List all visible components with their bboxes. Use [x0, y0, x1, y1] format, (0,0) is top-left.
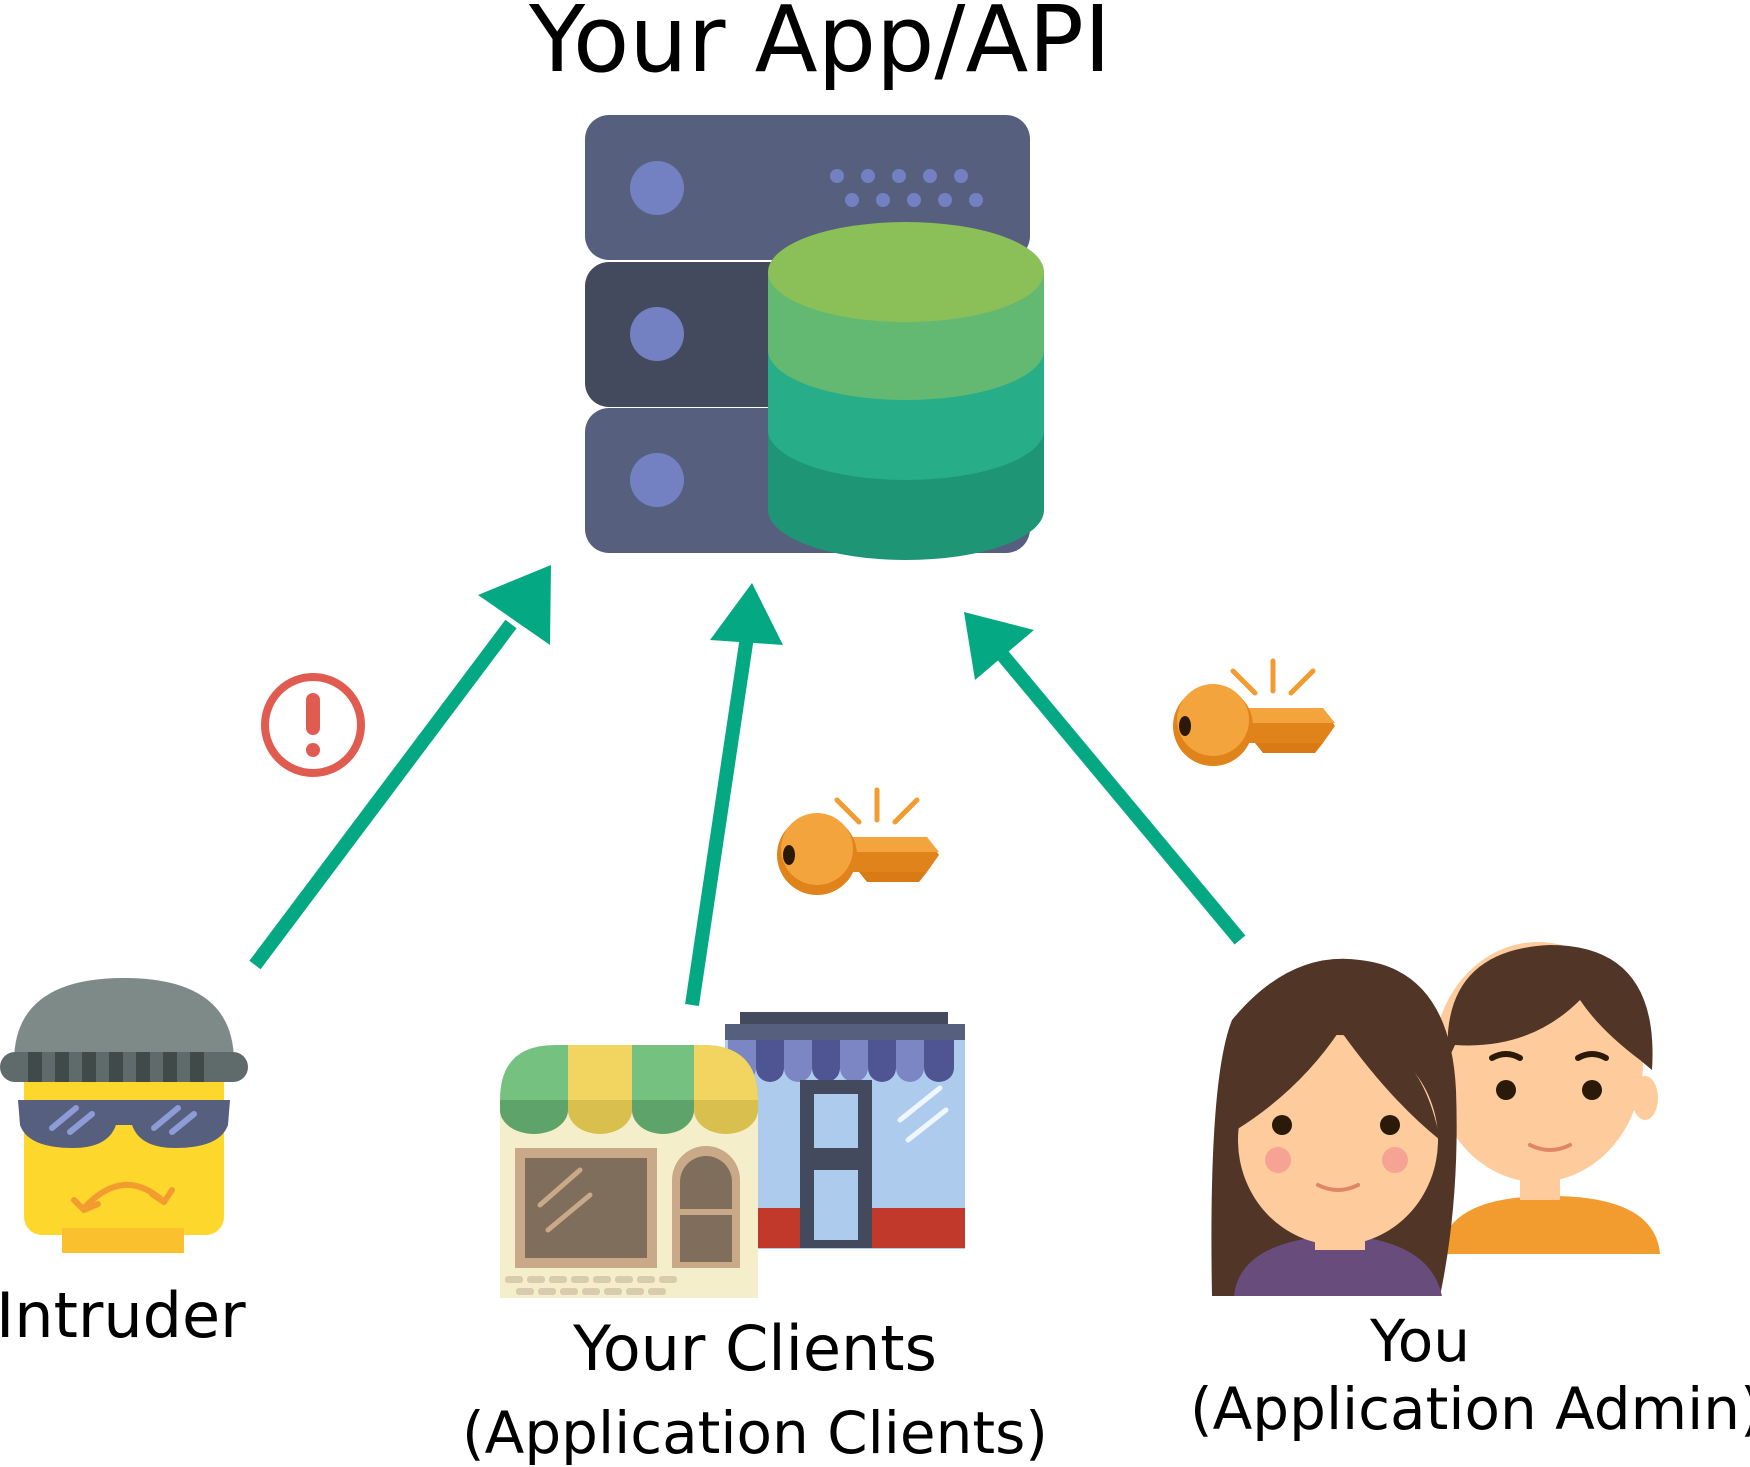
- warning-icon: [261, 673, 365, 777]
- intruder-icon: [0, 978, 248, 1253]
- clients-sublabel: (Application Clients): [462, 1399, 1048, 1467]
- page-title: Your App/API: [529, 0, 1111, 93]
- admin-sublabel: (Application Admin): [1190, 1375, 1750, 1443]
- key-icon: [1173, 661, 1335, 766]
- arrow-admin-to-api: [964, 612, 1246, 945]
- arrow-intruder-to-api: [249, 565, 551, 970]
- intruder-label: Intruder: [0, 1279, 246, 1352]
- server-database-icon: [585, 115, 1044, 560]
- key-icon: [777, 790, 939, 895]
- arrow-clients-to-api: [685, 583, 783, 1007]
- shop-icon: [500, 1012, 965, 1298]
- admin-label: You: [1370, 1307, 1470, 1375]
- clients-label: Your Clients: [573, 1312, 937, 1385]
- people-icon: [1211, 942, 1660, 1296]
